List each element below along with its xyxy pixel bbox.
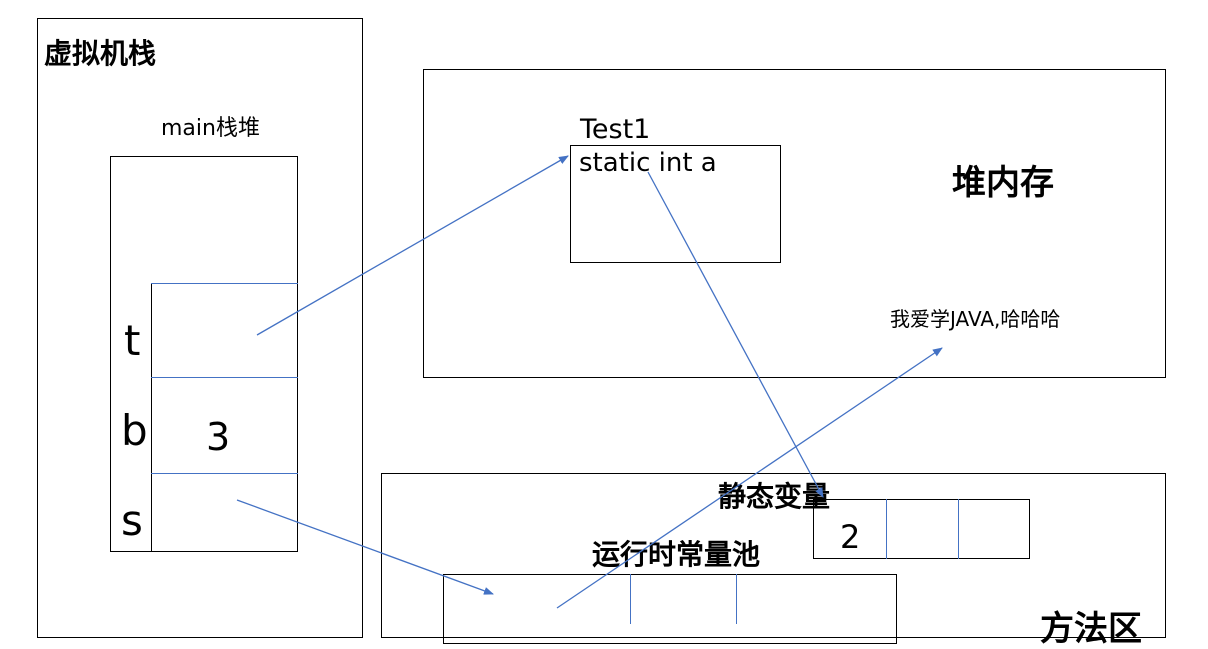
method-area-title: 方法区 — [1040, 609, 1142, 649]
test1-class-name: Test1 — [580, 114, 651, 145]
var-name-b: b — [121, 406, 148, 455]
var-cells-left-edge — [151, 283, 152, 552]
var-name-s: s — [121, 496, 143, 545]
pool-cell-divider — [630, 574, 631, 624]
vm-stack-title: 虚拟机栈 — [44, 37, 157, 70]
string-value: 我爱学JAVA,哈哈哈 — [890, 307, 1061, 331]
static-cell-divider — [958, 499, 959, 559]
var-value-b: 3 — [206, 415, 231, 459]
var-cell-divider — [151, 283, 298, 284]
static-value-a: 2 — [840, 518, 861, 556]
heap-box — [423, 69, 1166, 378]
static-cell-divider — [886, 499, 887, 559]
constant-pool-title: 运行时常量池 — [592, 538, 761, 571]
var-cell-divider — [151, 473, 298, 474]
var-name-t: t — [124, 316, 141, 365]
pool-cell-divider — [736, 574, 737, 624]
test1-static-field: static int a — [579, 148, 717, 178]
main-frame-title: main栈堆 — [161, 116, 260, 141]
var-cell-divider — [151, 377, 298, 378]
main-frame-box — [110, 156, 298, 552]
heap-title: 堆内存 — [952, 163, 1054, 203]
constant-pool-box — [443, 574, 897, 644]
